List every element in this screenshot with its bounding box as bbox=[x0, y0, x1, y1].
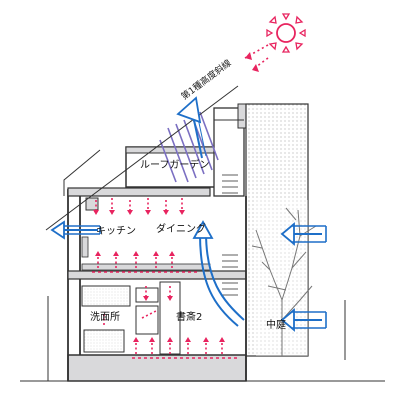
kitchen-label: キッチン bbox=[96, 225, 136, 237]
roof-garden-label: ルーフガーデン bbox=[140, 158, 209, 171]
tree-icon bbox=[251, 207, 317, 356]
slant-line bbox=[45, 85, 239, 231]
building-section bbox=[20, 103, 385, 382]
heat-arrows bbox=[95, 198, 223, 354]
washroom-label: 洗面所 bbox=[90, 311, 120, 323]
outer-wall bbox=[67, 189, 81, 381]
roof-hatch bbox=[159, 111, 219, 183]
dining-label: ダイニング bbox=[156, 222, 206, 235]
washroom-fixtures bbox=[81, 197, 181, 355]
wind-arrowheads bbox=[50, 96, 295, 332]
heat-arrowheads bbox=[93, 210, 225, 342]
sun-icon bbox=[266, 13, 306, 53]
courtyard-label: 中庭 bbox=[266, 318, 286, 331]
basement-mass bbox=[67, 354, 247, 382]
stair bbox=[222, 174, 238, 296]
study-label: 書斎2 bbox=[176, 310, 202, 323]
upper-slab bbox=[67, 187, 211, 197]
